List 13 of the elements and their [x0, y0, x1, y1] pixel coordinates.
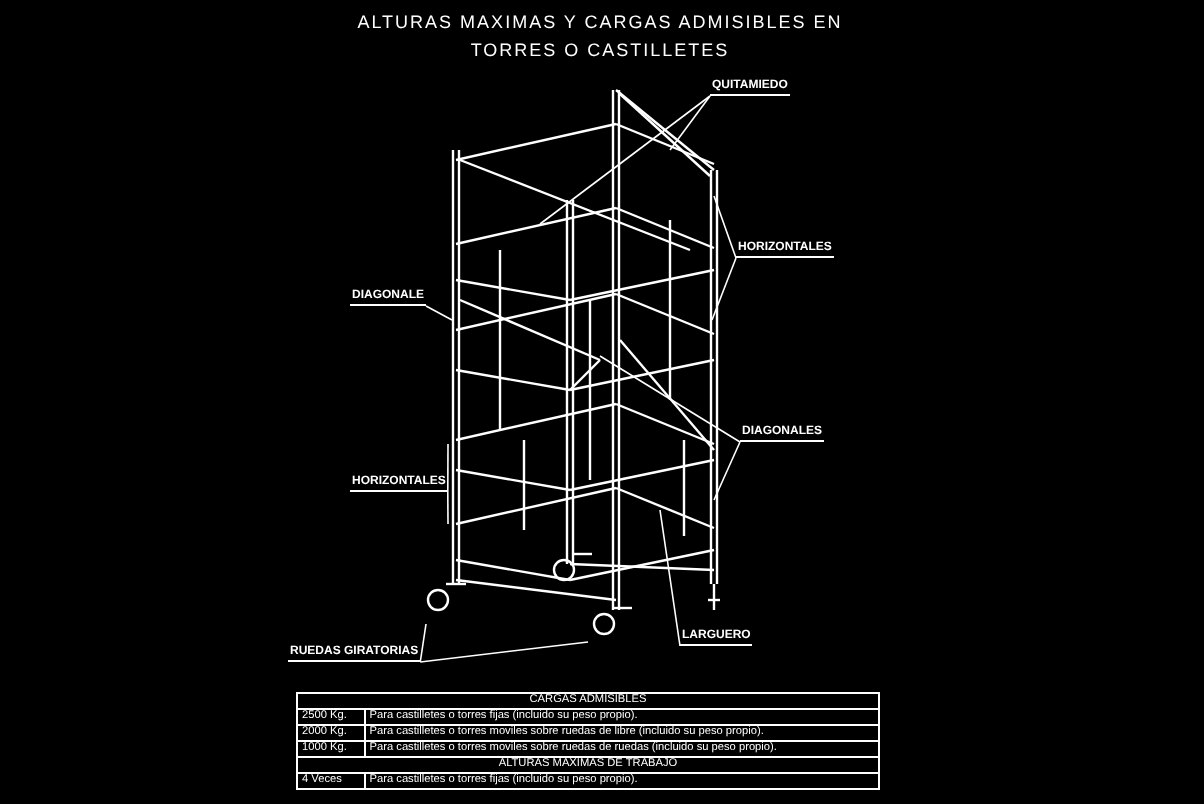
leader-line — [711, 257, 737, 321]
leader-line — [446, 491, 449, 525]
leader-line — [669, 95, 711, 151]
leader-line — [446, 443, 449, 493]
title: ALTURAS MAXIMAS Y CARGAS ADMISIBLES EN TORRES O CASTILLETES — [355, 10, 845, 64]
leader-line — [659, 509, 681, 647]
leader-line — [539, 95, 711, 225]
leader-line — [713, 195, 737, 259]
leader-line — [419, 641, 589, 663]
leader-line — [419, 623, 427, 663]
leader-line — [599, 355, 741, 443]
leader-line — [425, 305, 453, 321]
leader-line — [713, 441, 741, 501]
